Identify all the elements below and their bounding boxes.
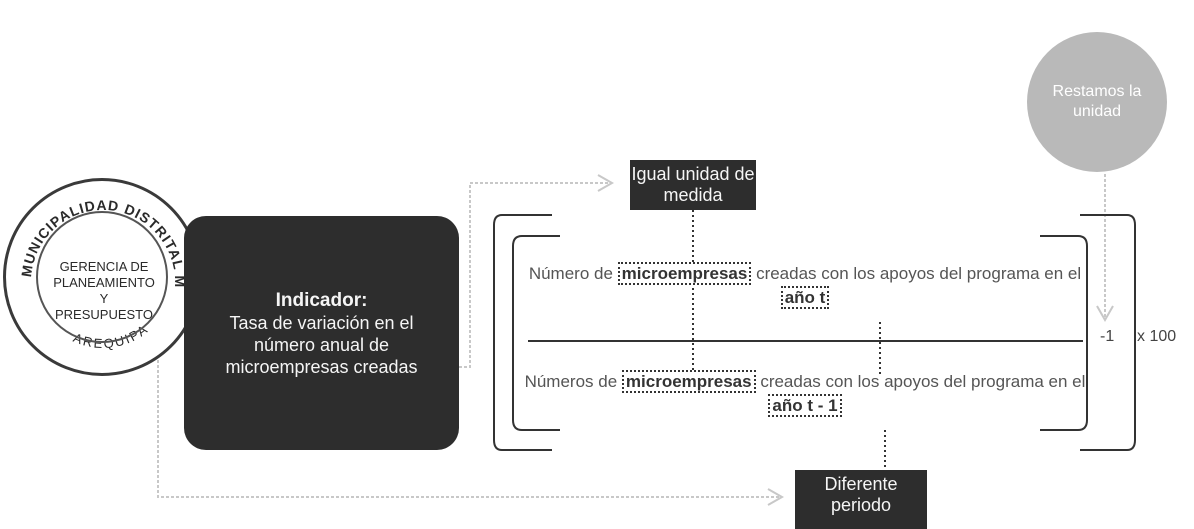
seal-line-2: PLANEAMIENTO Y (53, 275, 155, 306)
numerator-year: año t (780, 286, 830, 309)
indicator-title: Indicador: (275, 289, 368, 311)
denominator-mid: creadas con los apoyos del programa en e… (755, 372, 1086, 391)
fraction-bar (528, 340, 1083, 342)
seal-ring-text: MUNICIPALIDAD DISTRITAL MARIANO MELGAR A… (3, 178, 188, 351)
municipal-seal: MUNICIPALIDAD DISTRITAL MARIANO MELGAR A… (3, 178, 201, 376)
denominator-key-term: microempresas (621, 370, 756, 393)
arrowhead-diff-period (767, 488, 785, 506)
outer-right-bracket (1080, 214, 1136, 451)
inner-left-bracket (512, 235, 560, 431)
numerator-mid: creadas con los apoyos del programa en e… (751, 264, 1082, 283)
seal-bottom-label: AREQUIPA (71, 321, 149, 351)
subtract-unit-circle: Restamos la unidad (1027, 32, 1167, 172)
denominator-year: año t - 1 (768, 394, 842, 417)
arrowhead-circle (1096, 305, 1114, 323)
minus-one: -1 (1100, 328, 1115, 345)
same-unit-label: Igual unidad de medida (630, 160, 756, 210)
times-hundred: x 100 (1137, 328, 1177, 345)
connector-to-diff-period (157, 360, 780, 498)
numerator-pre: Número de (528, 264, 618, 283)
subtract-unit-label: Restamos la unidad (1052, 83, 1142, 120)
seal-line-1: GERENCIA DE (59, 259, 149, 274)
inner-right-bracket (1040, 235, 1088, 431)
seal-ring-label: MUNICIPALIDAD DISTRITAL MARIANO MELGAR (3, 178, 187, 288)
svg-text:MUNICIPALIDAD DISTRITAL MARIAN: MUNICIPALIDAD DISTRITAL MARIANO MELGAR (3, 178, 188, 288)
arrowhead-same-unit (597, 174, 615, 192)
seal-center: GERENCIA DE PLANEAMIENTO Y PRESUPUESTO (48, 259, 160, 323)
outer-left-bracket (493, 214, 552, 451)
numerator-key-term: microempresas (617, 262, 752, 285)
formula-denominator: Números de microempresas creadas con los… (510, 370, 1100, 418)
indicator-description: Tasa de variación en el número anual de … (225, 312, 418, 377)
different-period-label: Diferente periodo (795, 470, 927, 529)
svg-text:AREQUIPA: AREQUIPA (71, 321, 151, 351)
formula-numerator: Número de microempresas creadas con los … (510, 262, 1100, 310)
indicator-box: Indicador: Tasa de variación en el númer… (184, 216, 459, 450)
denominator-pre: Números de (524, 372, 622, 391)
connector-to-same-unit (459, 182, 610, 368)
seal-line-3: PRESUPUESTO (54, 307, 153, 322)
